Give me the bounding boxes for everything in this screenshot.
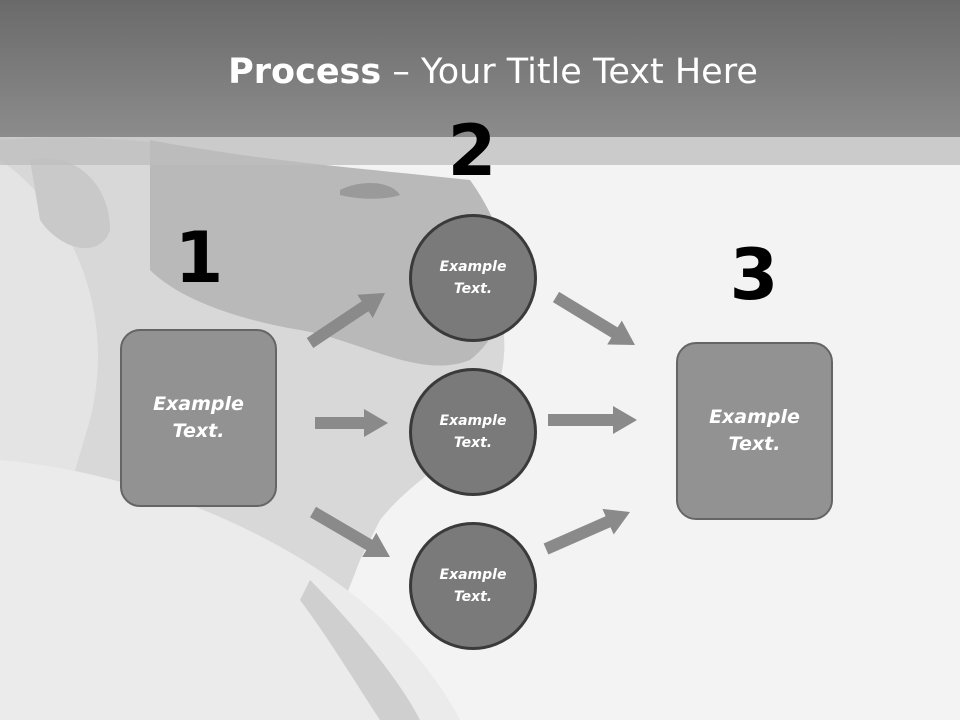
arrow-1-to-2-top bbox=[306, 293, 385, 348]
step-1-box-text: Example Text. bbox=[153, 393, 244, 442]
step-2-circle-middle-text: Example Text. bbox=[439, 412, 507, 451]
step-3-box-text: Example Text. bbox=[709, 406, 800, 455]
step-1-box: Example Text. bbox=[120, 329, 277, 507]
title-bar bbox=[0, 0, 960, 137]
step-2-circle-bottom-text: Example Text. bbox=[439, 566, 507, 605]
arrow-2-middle-to-3 bbox=[548, 406, 637, 434]
slide-title: Process – Your Title Text Here bbox=[0, 52, 960, 92]
step-2-circle-bottom: Example Text. bbox=[409, 522, 537, 650]
arrow-1-to-2-middle bbox=[315, 409, 388, 437]
step-2-circle-top: Example Text. bbox=[409, 214, 537, 342]
step-3-box: Example Text. bbox=[676, 342, 833, 520]
arrow-2-top-to-3 bbox=[552, 291, 635, 345]
title-rest-part: – Your Title Text Here bbox=[381, 52, 758, 92]
step-number-1: 1 bbox=[174, 217, 224, 299]
step-2-circle-middle: Example Text. bbox=[409, 368, 537, 496]
arrow-2-bottom-to-3 bbox=[543, 508, 630, 555]
title-divider-strip bbox=[0, 137, 960, 165]
step-number-3: 3 bbox=[729, 234, 779, 316]
step-2-circle-top-text: Example Text. bbox=[439, 258, 507, 297]
arrow-1-to-2-bottom bbox=[310, 506, 390, 557]
title-bold-part: Process bbox=[228, 52, 382, 92]
step-number-2: 2 bbox=[447, 110, 497, 192]
